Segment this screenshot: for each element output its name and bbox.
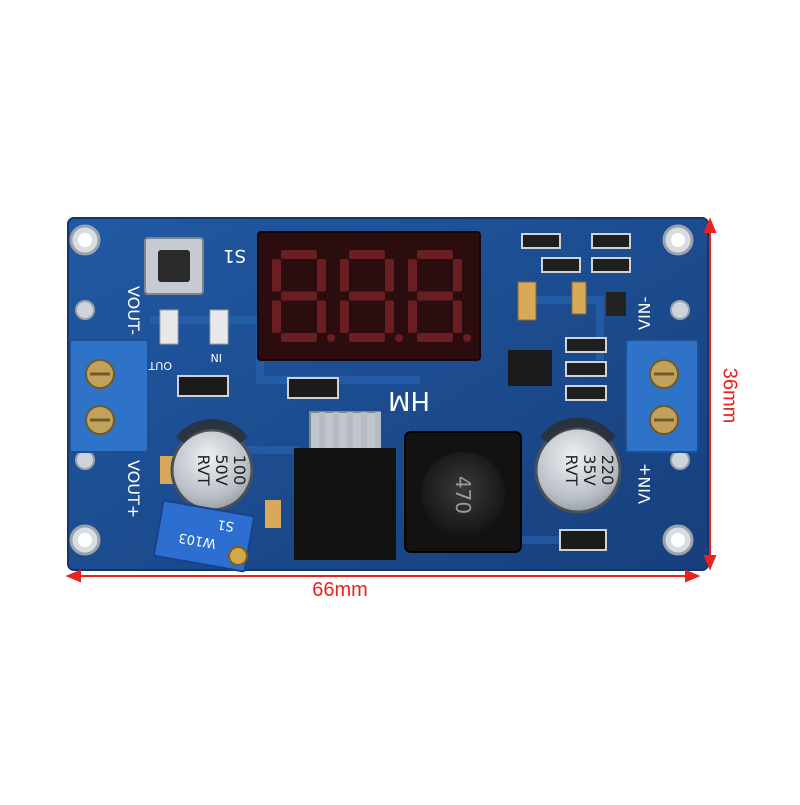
digit-decimal-point: [463, 334, 471, 342]
dimension-lines: [65, 217, 717, 583]
digit-segment: [349, 333, 385, 342]
vin-plus-label: VIN+: [635, 463, 654, 504]
digit-segment: [408, 300, 417, 333]
digit-segment: [272, 300, 281, 333]
cap-right-line-2: 35V: [580, 454, 599, 485]
digit-decimal-point: [395, 334, 403, 342]
digit-segment: [281, 250, 317, 259]
inductor-marking: 470: [451, 476, 475, 514]
mounting-holes: [69, 224, 694, 556]
display-digits: [272, 250, 471, 342]
digit-segment: [317, 259, 326, 292]
digit-segment: [385, 259, 394, 292]
digit-segment: [349, 250, 385, 259]
cap-left-line-1: 100: [230, 455, 249, 486]
smd-components: [159, 233, 631, 551]
silkscreen-text: S1 VOUT- VOUT+ VIN- VIN+ OUT IN HM W103 …: [124, 245, 654, 551]
digit-segment: [417, 333, 453, 342]
cap-right-line-1: 220: [598, 455, 617, 486]
pot-marking: W103: [178, 529, 218, 550]
capacitor-right-text: 220 35V RVT: [562, 454, 617, 485]
inductor: [404, 431, 522, 553]
led-out-label: OUT: [148, 359, 172, 372]
digit-segment: [417, 291, 453, 301]
digit-decimal-point: [327, 334, 335, 342]
push-button: [144, 237, 204, 295]
digit-segment: [453, 259, 462, 292]
potentiometer: [153, 499, 255, 573]
vout-minus-label: VOUT-: [124, 286, 143, 335]
cap-left-line-2: 50V: [212, 454, 231, 485]
digit-segment: [349, 291, 385, 301]
pot-ref: S1: [216, 516, 235, 534]
digit-segment: [417, 250, 453, 259]
digit-segment: [340, 300, 349, 333]
digit-segment: [340, 259, 349, 292]
digit-segment: [453, 300, 462, 333]
brand-label: HM: [388, 385, 430, 415]
regulator-ic: [294, 411, 396, 560]
digit-segment: [281, 333, 317, 342]
width-dimension-label: 66mm: [312, 579, 368, 601]
digit-segment: [385, 300, 394, 333]
cap-right-line-3: RVT: [562, 455, 581, 486]
seven-segment-display: [257, 231, 481, 361]
switch-label: S1: [223, 245, 246, 266]
capacitor-left-text: 100 50V RVT: [194, 454, 249, 485]
cap-left-line-3: RVT: [194, 455, 213, 486]
digit-segment: [408, 259, 417, 292]
vout-plus-label: VOUT+: [124, 460, 143, 518]
digit-segment: [272, 259, 281, 292]
vin-minus-label: VIN-: [635, 297, 654, 330]
digit-segment: [281, 291, 317, 301]
led-in-label: IN: [211, 351, 222, 364]
terminal-block-output: [69, 339, 149, 453]
capacitor-right: [534, 417, 622, 514]
terminal-block-input: [625, 339, 699, 453]
height-dimension-label: 36mm: [718, 367, 741, 424]
digit-segment: [317, 300, 326, 333]
